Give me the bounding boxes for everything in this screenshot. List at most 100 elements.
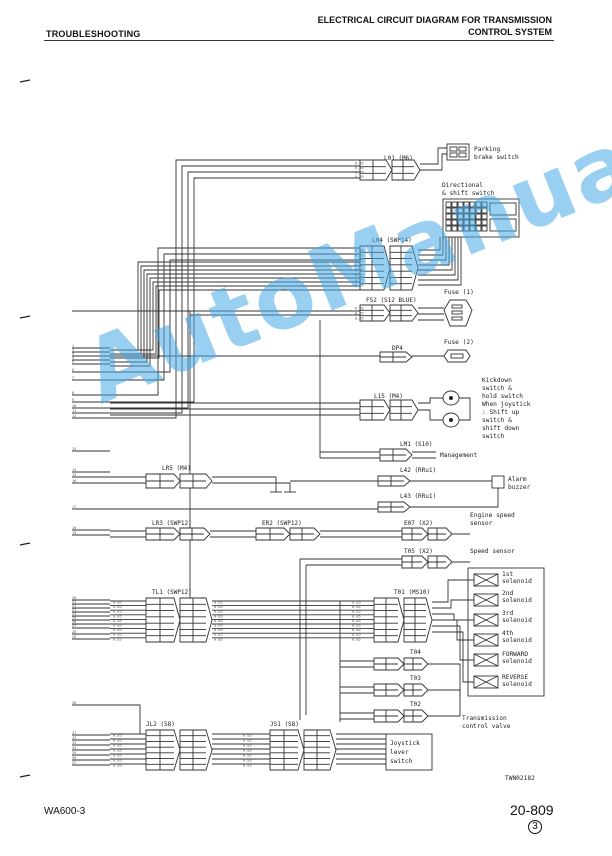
switch-cell [451, 213, 458, 220]
bus-wire-1 [110, 261, 360, 351]
t01-code: 0.85 [352, 610, 361, 614]
terminal-number-26: 26 [72, 620, 76, 624]
plug-t01-left [373, 597, 405, 643]
terminal-number-19: 19 [72, 531, 76, 535]
terminal-number-24: 24 [72, 612, 76, 616]
switch-cell [451, 219, 458, 226]
tl1-code: 0.85 [113, 610, 122, 614]
plug-jl2-left [145, 729, 181, 771]
kickdown-label-2: switch & [482, 385, 512, 392]
js1-code: 0.85 [243, 744, 252, 748]
terminal-number-3: 3 [72, 352, 74, 356]
connector-dp4-label: DP4 [392, 345, 403, 352]
connector-t04-label: T04 [410, 649, 421, 656]
tl1-code: 0.85 [113, 637, 122, 641]
directional-shift-switch: Directional & shift switch [442, 182, 520, 238]
plug-l01-left [359, 159, 393, 181]
terminal-number-33: 33 [72, 741, 76, 745]
l04-code: 0.85 [355, 254, 364, 258]
l04-code: 0.85 [355, 269, 364, 273]
connector-l04-label: L04 (SWP14) [372, 237, 412, 244]
solenoid-cross-b-6 [473, 675, 499, 689]
switch-cell [463, 225, 470, 232]
l01-code: 0.85 [355, 166, 364, 170]
connector-t01-label: T01 (MS10) [394, 589, 430, 596]
edge-mark-3 [19, 542, 31, 546]
connector-jl2-label: JL2 (S8) [146, 721, 175, 728]
t01-solenoid-wire-4 [432, 619, 474, 641]
connector-t05-label: T05 (X2) [404, 548, 433, 555]
l04-code: 0.85 [355, 284, 364, 288]
switch-cell [457, 225, 464, 232]
l04-code: 0.85 [355, 279, 364, 283]
parking-label-1: Parking [474, 146, 500, 153]
kickdown-hold-switch: Kickdown switch & hold switch When joyst… [442, 377, 531, 440]
terminal-number-8: 8 [72, 391, 74, 395]
pressure-out-1 [428, 663, 461, 696]
jl2-code: 0.85 [113, 734, 122, 738]
directional-label-1: Directional [442, 182, 483, 189]
l04-code: 0.85 [355, 264, 364, 268]
parking-label-2: brake switch [474, 154, 519, 161]
plug-fs2-left [359, 304, 391, 322]
switch-cell [445, 207, 452, 214]
lr5-out-2 [212, 482, 291, 492]
tl1-right-code: 0.85 [214, 624, 223, 628]
l15-out-2 [418, 409, 443, 421]
switch-cell [463, 201, 470, 208]
jl2-feed [72, 704, 141, 734]
solenoid-cross-b-5 [473, 653, 499, 667]
sol4-label-a: 4th [502, 630, 513, 637]
jl2-code: 0.85 [113, 744, 122, 748]
js1-code: 0.85 [243, 764, 252, 768]
l04-switch-wire-6 [418, 237, 456, 276]
l01-code: 0.85 [355, 162, 364, 166]
kickdown-label-3: hold switch [482, 393, 523, 400]
alarm-label-2: buzzer [508, 484, 531, 491]
terminal-number-15: 15 [72, 473, 76, 477]
solr-label-a: REVERSE [502, 674, 528, 681]
switch-cell [445, 219, 452, 226]
terminal-number-23: 23 [72, 608, 76, 612]
page-title: ELECTRICAL CIRCUIT DIAGRAM FOR TRANSMISS… [318, 14, 552, 38]
tl1-right-code: 0.85 [214, 628, 223, 632]
t01-solenoid-wire-1 [432, 579, 474, 603]
kickdown-label-6: switch & [482, 417, 512, 424]
directional-label-2: & shift switch [442, 190, 494, 197]
js1-code: 0.85 [243, 739, 252, 743]
kickdown-label-7: shift down [482, 425, 520, 432]
switch-cell [475, 213, 482, 220]
bus-wire-7 [110, 285, 360, 355]
terminal-number-31: 31 [72, 731, 76, 735]
trunk-2 [110, 165, 360, 414]
engine-speed-label-2: sensor [470, 520, 493, 527]
l15-loop [459, 397, 471, 421]
l04-code: 0.85 [355, 274, 364, 278]
trunk-6 [110, 253, 360, 381]
l04-code: 0.85 [355, 249, 364, 253]
l15-out-1 [418, 397, 443, 404]
t01-code: 0.85 [352, 614, 361, 618]
plug-l04-left [359, 245, 391, 291]
connector-lm1-label: LM1 (S10) [400, 441, 433, 448]
tl1-right-code: 0.85 [214, 619, 223, 623]
l01-code: 0.85 [355, 171, 364, 175]
connector-tl1-label: TL1 (SWP12) [152, 589, 192, 596]
plug-jl2-right [179, 729, 213, 771]
parking-brake-switch: Parking brake switch [446, 143, 519, 161]
transmission-valve-outline [467, 567, 545, 697]
terminal-number-10: 10 [72, 404, 76, 408]
tl1-right-code: 0.85 [214, 614, 223, 618]
terminal-number-22: 22 [72, 604, 76, 608]
l04-switch-wire-3 [418, 237, 447, 261]
switch-cell [457, 219, 464, 226]
terminal-number-30: 30 [72, 701, 76, 705]
sol1-label-b: solenoid [502, 578, 532, 585]
terminal-number-37: 37 [72, 761, 76, 765]
switch-cell [451, 201, 458, 208]
connector-l43-label: L43 (RRu1) [400, 493, 436, 500]
switch-cell [475, 207, 482, 214]
bus-wire-6 [110, 281, 360, 351]
solenoid-cross-b-1 [473, 573, 499, 587]
